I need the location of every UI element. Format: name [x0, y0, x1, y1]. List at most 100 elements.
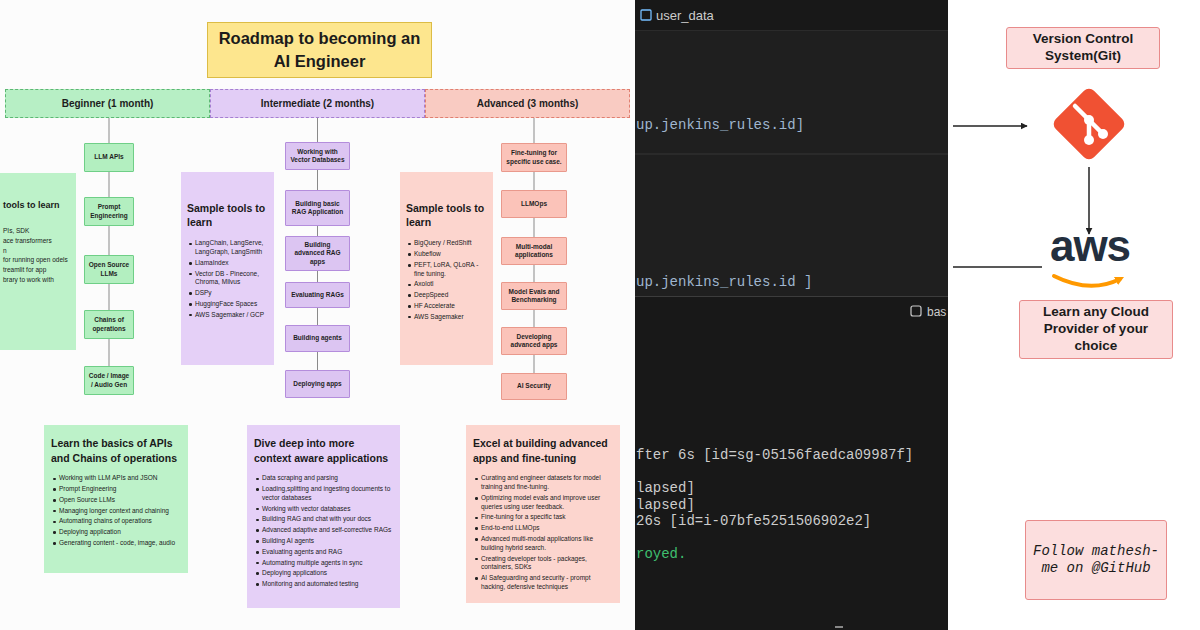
connector [317, 118, 318, 142]
right-ground [948, 0, 1200, 630]
list-item: treamlit for app [3, 265, 73, 275]
panel-heading: Sample tools to learn [406, 201, 487, 229]
phase-band: Beginner (1 month) [5, 89, 210, 118]
box-label: Follow mathesh-me on @GitHub [1032, 543, 1160, 577]
title-box: Roadmap to becoming an AI Engineer [207, 22, 432, 78]
panel-heading: Excel at building advanced apps and fine… [473, 436, 613, 465]
step-box: Chains of operations [84, 310, 134, 339]
summary-panel: Learn the basics of APIs and Chains of o… [44, 425, 188, 573]
title-text: Roadmap to becoming an AI Engineer [212, 27, 427, 73]
list-item: DSPy [187, 289, 268, 298]
step-box: Prompt Engineering [84, 197, 134, 226]
box-label: Building basic RAG Application [289, 200, 346, 217]
terminal-icon [911, 306, 921, 316]
box-label: Code / Image / Audio Gen [88, 372, 130, 389]
connector [109, 118, 110, 143]
terminal-ground [635, 296, 948, 630]
step-box: LLM APIs [84, 143, 134, 172]
box-label: Version Control System(Git) [1013, 31, 1153, 65]
list-item: HuggingFace Spaces [187, 300, 268, 309]
box-label: Evaluating RAGs [291, 291, 344, 299]
code-line: up.jenkins_rules.id ] [636, 274, 812, 290]
follow-box: Follow mathesh-me on @GitHub [1025, 520, 1167, 600]
editor-ground [635, 0, 948, 630]
summary-panel: Dive deep into more context aware applic… [247, 425, 400, 608]
scroll-mark [835, 626, 843, 628]
list-item: ace transformers [3, 236, 73, 246]
connector [317, 170, 318, 190]
list-item: Data scraping and parsing [254, 474, 393, 483]
connector [317, 308, 318, 325]
list-item: PEFT, LoRA, QLoRA - fine tuning. [406, 261, 487, 279]
git-logo-dot [1084, 115, 1094, 125]
list-item: LlamaIndex [187, 259, 268, 268]
editor-divider [635, 153, 948, 155]
git-logo-diamond [1051, 86, 1127, 162]
box-label: Building agents [293, 334, 342, 342]
list-item: Creating developer tools - packages, con… [473, 555, 613, 573]
connector [534, 310, 535, 327]
step-box: LLMOps [501, 190, 567, 218]
list-item: Evaluating agents and RAG [254, 548, 393, 557]
terminal-line: 26s [id=i-07bfe5251506902e2] [636, 513, 871, 529]
box-label: Working with Vector Databases [289, 148, 346, 165]
note-box: Version Control System(Git) [1006, 27, 1160, 69]
list-item: Deploying application [51, 528, 181, 537]
git-logo [1051, 86, 1127, 162]
box-label: LLMOps [521, 200, 547, 208]
list-item: for running open odels [3, 255, 73, 265]
list-item: Optimizing model evals and improve user … [473, 494, 613, 512]
list-item: AI Safeguarding and security - prompt ha… [473, 574, 613, 592]
flow-line [953, 266, 1042, 268]
box-label: Deploying apps [293, 380, 341, 388]
list-item: DeepSpeed [406, 291, 487, 300]
git-logo-dot [1098, 129, 1108, 139]
panel-heading: Learn the basics of APIs and Chains of o… [51, 436, 181, 465]
terminal-tab: bas [927, 305, 946, 319]
connector [109, 284, 110, 310]
step-box: Deploying apps [285, 370, 350, 398]
box-label: Fine-tuning for specific use case. [505, 149, 563, 166]
box-label: Learn any Cloud Provider of your choice [1026, 304, 1166, 355]
tab-title: user_data [656, 8, 714, 24]
list-item: LangChain, LangServe, LangGraph, LangSmi… [187, 239, 268, 257]
list-item: Managing longer context and chaining [51, 507, 181, 516]
terminal-border [635, 296, 948, 297]
aws-smile [1054, 276, 1120, 286]
connector [317, 271, 318, 282]
list-item: HF Accelerate [406, 302, 487, 311]
step-box: Fine-tuning for specific use case. [501, 143, 567, 172]
list-item: AWS Sagemaker [406, 313, 487, 322]
connector [109, 226, 110, 255]
box-label: LLM APIs [94, 153, 123, 161]
connector [317, 352, 318, 370]
connector [534, 265, 535, 282]
box-label: AI Security [517, 382, 551, 390]
step-box: Code / Image / Audio Gen [84, 366, 134, 395]
box-label: Developing advanced apps [505, 333, 563, 350]
panel-heading: Dive deep into more context aware applic… [254, 436, 393, 465]
list-item: Loading,splitting and ingesting document… [254, 485, 393, 503]
tools-panel: Sample tools to learnLangChain, LangServ… [181, 172, 274, 365]
phase-band: Advanced (3 months) [425, 89, 630, 118]
summary-panel: Excel at building advanced apps and fine… [466, 425, 620, 603]
terminal-line: fter 6s [id=sg-05156faedca09987f] [636, 447, 913, 463]
step-box: Developing advanced apps [501, 327, 567, 355]
code-line: up.jenkins_rules.id] [636, 117, 804, 133]
step-box: Multi-modal applications [501, 237, 567, 265]
list-item: Building RAG and chat with your docs [254, 515, 393, 524]
list-item: End-to-end LLMOps [473, 524, 613, 533]
list-item: Kubeflow [406, 250, 487, 259]
box-label: Multi-modal applications [505, 243, 563, 260]
list-item: Vector DB - Pinecone, Chroma, Milvus [187, 270, 268, 288]
git-logo-dot [1084, 135, 1094, 145]
panel-heading: Sample tools to learn [187, 201, 268, 229]
list-item: Working with LLM APIs and JSON [51, 474, 181, 483]
box-label: Open Source LLMs [88, 261, 130, 278]
list-item: AWS Sagemaker / GCP [187, 311, 268, 320]
list-item: Advanced adaptive and self-corrective RA… [254, 526, 393, 535]
step-box: Building advanced RAG apps [285, 236, 350, 271]
tools-panel: tools to learnPIs, SDKace transformersnf… [0, 173, 76, 350]
connector [534, 172, 535, 190]
